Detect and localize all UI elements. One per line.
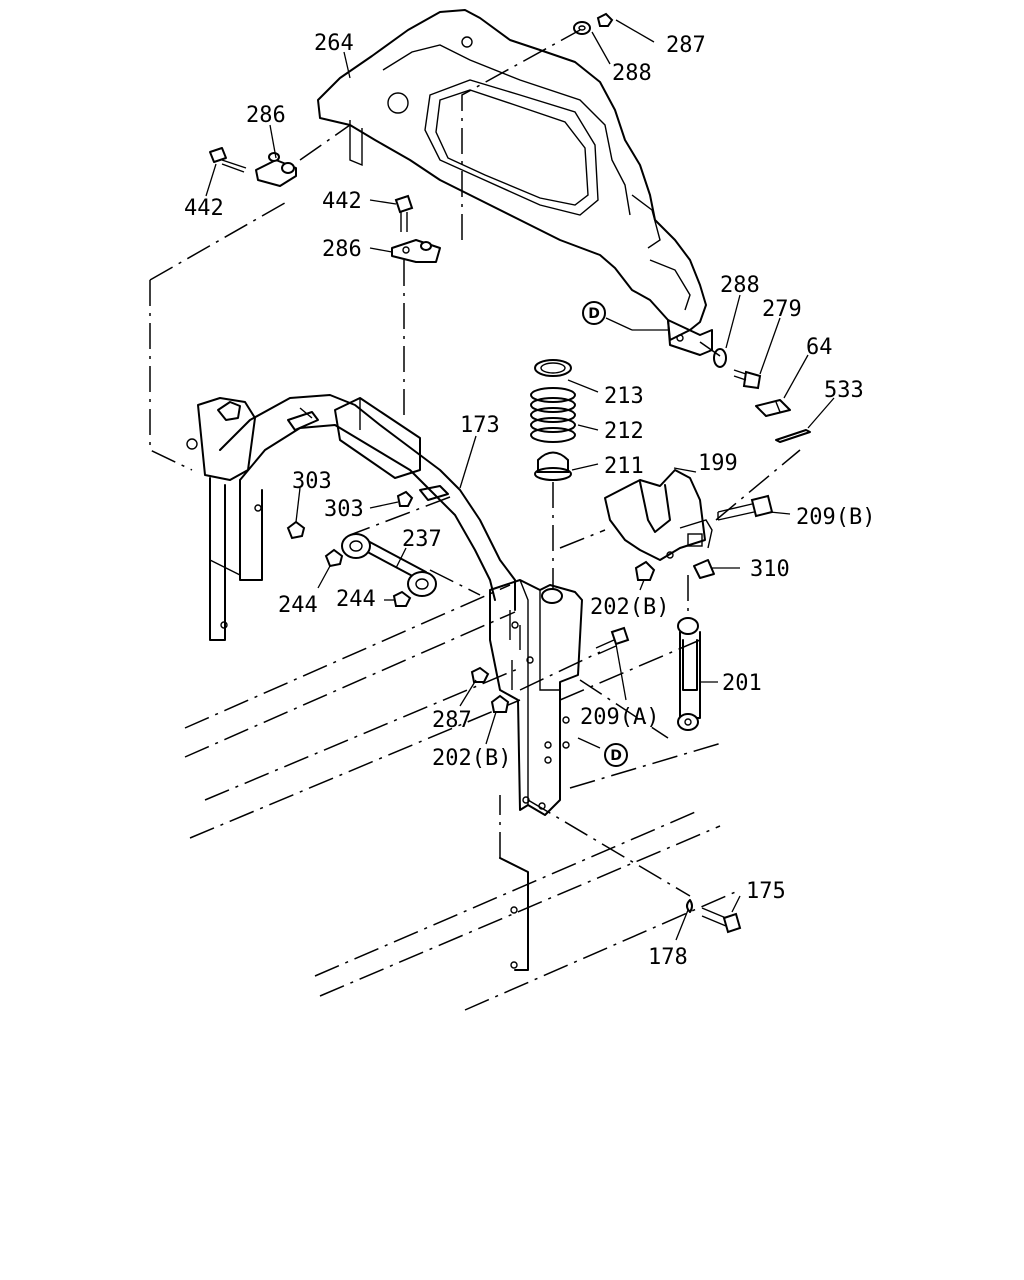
assembly-lines xyxy=(149,29,801,897)
rear-cab-bracket-panel xyxy=(317,9,713,356)
label-303-a: 303 xyxy=(292,469,332,494)
label-442-mid: 442 xyxy=(322,189,362,214)
front-mount-post xyxy=(489,579,583,971)
label-533: 533 xyxy=(824,378,864,403)
svg-text:D: D xyxy=(588,306,600,322)
bolt-209a xyxy=(595,626,630,655)
cab-mount-frame xyxy=(186,394,516,641)
bolt-279 xyxy=(733,369,762,390)
bolt-175 xyxy=(701,907,742,934)
reference-d-lower: D xyxy=(604,743,628,767)
svg-text:D: D xyxy=(610,748,622,764)
spring-seat-213 xyxy=(534,359,572,377)
frame-rails xyxy=(184,584,741,1011)
leader-lines xyxy=(205,19,835,941)
clamp-286-left xyxy=(255,152,297,187)
label-202b-upper: 202(B) xyxy=(590,595,669,620)
nut-244-a xyxy=(324,548,344,568)
label-211: 211 xyxy=(604,454,644,479)
label-244-b: 244 xyxy=(336,587,376,612)
bolt-442-left xyxy=(209,147,247,173)
label-202b-lower: 202(B) xyxy=(432,746,511,771)
label-201: 201 xyxy=(722,671,762,696)
pin-178 xyxy=(686,899,693,913)
nut-202b-lower xyxy=(490,694,510,713)
label-213: 213 xyxy=(604,384,644,409)
label-288-right: 288 xyxy=(720,273,760,298)
label-175: 175 xyxy=(746,879,786,904)
label-244-a: 244 xyxy=(278,593,318,618)
label-279: 279 xyxy=(762,297,802,322)
clip-310 xyxy=(693,559,715,579)
spring-212 xyxy=(530,387,576,443)
label-442-left: 442 xyxy=(184,196,224,221)
washer-288-right xyxy=(713,348,727,368)
label-287-mid: 287 xyxy=(432,708,472,733)
bolt-209b xyxy=(717,494,774,521)
tag-64 xyxy=(755,399,791,417)
lock-bracket-199 xyxy=(604,469,713,561)
callout-labels: 264 287 288 286 442 442 286 288 279 64 5… xyxy=(184,31,875,970)
reference-d-upper: D xyxy=(582,301,606,325)
label-209b: 209(B) xyxy=(796,505,875,530)
label-178: 178 xyxy=(648,945,688,970)
label-287-top: 287 xyxy=(666,33,706,58)
nut-287-top xyxy=(596,12,614,27)
bolt-442-mid xyxy=(394,194,414,232)
shock-absorber-201 xyxy=(677,617,701,731)
label-64: 64 xyxy=(806,335,833,360)
nut-202b-upper xyxy=(634,560,656,581)
nut-303-a xyxy=(286,520,306,540)
nut-303-b xyxy=(396,490,414,507)
link-237 xyxy=(341,485,449,597)
label-173: 173 xyxy=(460,413,500,438)
label-209a: 209(A) xyxy=(580,705,659,730)
tag-533 xyxy=(775,429,811,443)
label-286-left: 286 xyxy=(246,103,286,128)
nut-287-mid xyxy=(470,666,490,683)
label-286-mid: 286 xyxy=(322,237,362,262)
label-288-top: 288 xyxy=(612,61,652,86)
label-199: 199 xyxy=(698,451,738,476)
bump-stopper-211 xyxy=(534,451,572,481)
nut-244-b xyxy=(392,590,412,607)
label-264: 264 xyxy=(314,31,354,56)
label-212: 212 xyxy=(604,419,644,444)
label-310: 310 xyxy=(750,557,790,582)
label-303-b: 303 xyxy=(324,497,364,522)
clamp-286-mid xyxy=(391,239,441,263)
label-237: 237 xyxy=(402,527,442,552)
